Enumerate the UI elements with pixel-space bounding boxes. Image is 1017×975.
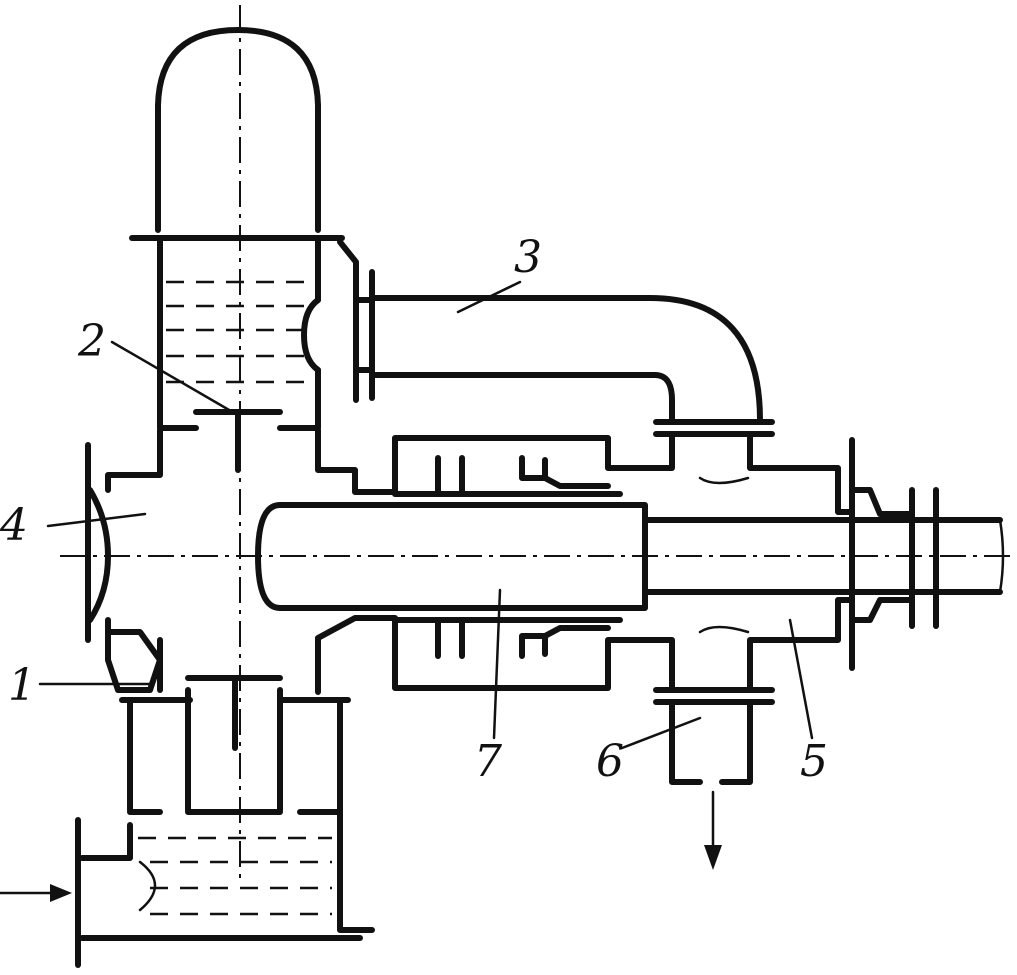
upper-valve [193, 409, 283, 473]
outlet-pipe [653, 687, 775, 785]
label-1: 1 [8, 660, 36, 711]
label-7: 7 [474, 736, 502, 787]
inlet-flow-arrow [0, 884, 72, 902]
outlet-flow-arrow [704, 790, 722, 870]
pump-casing [105, 427, 855, 695]
label-4: 4 [0, 500, 28, 551]
piston [255, 476, 1005, 634]
shaft-seal [849, 487, 939, 629]
top-dome [129, 27, 345, 241]
discharge-pipe [301, 269, 775, 437]
packing-gland [392, 455, 623, 659]
label-2: 2 [77, 316, 106, 367]
center-lines [60, 5, 1015, 880]
label-3: 3 [514, 232, 542, 283]
upper-liquid-chamber [157, 237, 359, 431]
side-cover [85, 442, 111, 643]
lower-valve [185, 675, 283, 751]
label-5: 5 [800, 736, 828, 787]
suction-chamber [75, 687, 375, 968]
label-6: 6 [596, 736, 624, 787]
leader-lines [38, 280, 814, 750]
